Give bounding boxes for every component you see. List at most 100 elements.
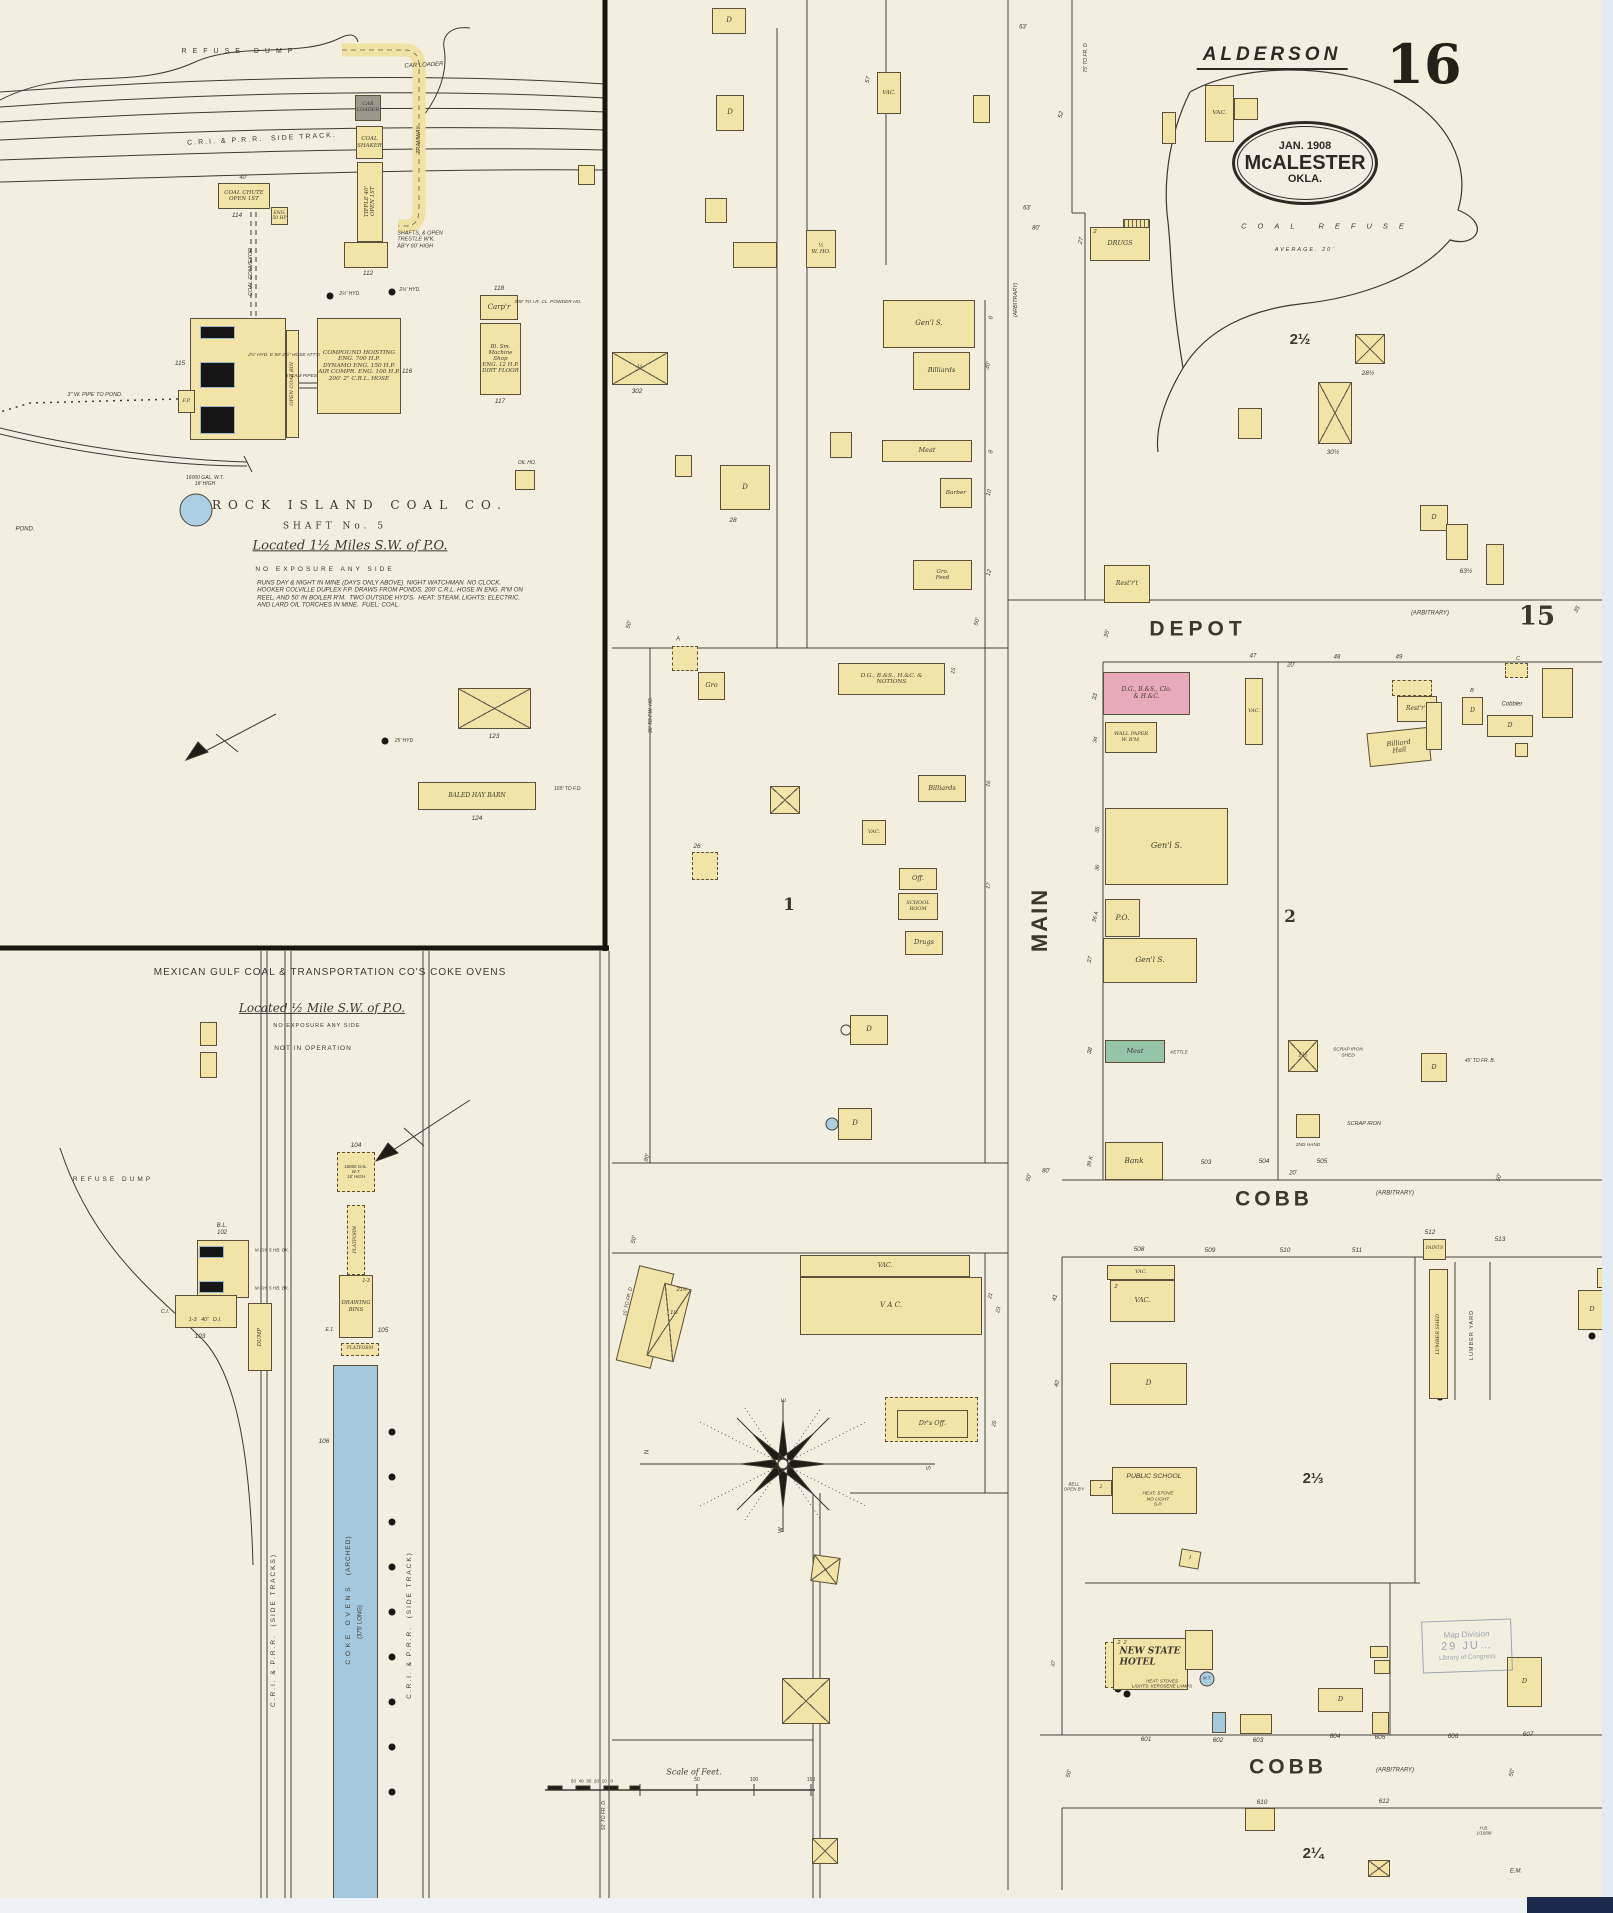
building-605 [1372, 1712, 1389, 1734]
dry-goods-store-label: D.G., B.&S., Clo. & H.&C. [1121, 685, 1172, 700]
stamp-state: OKLA. [1287, 172, 1323, 185]
boiler [200, 326, 235, 339]
building [705, 198, 727, 223]
shaft-house-112 [344, 242, 388, 268]
grocery-feed-store-label: Gro. Feed [935, 568, 950, 581]
railroad-track [0, 107, 606, 123]
hydrant-dot [388, 1608, 396, 1616]
building-a [672, 646, 698, 671]
platform-south: PLATFORM [341, 1343, 379, 1356]
hydrant-dot [381, 737, 389, 745]
railroad-track [0, 169, 606, 183]
stamp-city: McALESTER [1244, 151, 1366, 174]
compass-center [777, 1458, 789, 1470]
cobbler-dwelling: D [1487, 715, 1533, 737]
drawing-bins-105: DRAWING BINS [339, 1275, 373, 1338]
blacksmith-machine-shop-117-label: Bl. Sm. Machine Shop ENG. 12 H.P. DIRT F… [482, 343, 519, 375]
warehouse: ½ W. HO. [806, 230, 836, 268]
car-loader-building: CAR LOADER [355, 95, 381, 121]
dwelling-28-label: D [742, 482, 748, 491]
bank-label: Bank [1124, 1155, 1144, 1165]
school-room: SCHOOL ROOM [898, 893, 938, 920]
doctors-office-label: Dr's Off. [918, 1419, 947, 1428]
building [810, 1554, 841, 1585]
hydrant-dot [1588, 1332, 1596, 1340]
restaurant-ext [1392, 680, 1432, 696]
building [1446, 524, 1468, 560]
engine-50hp-label: ENG. 50 HP [272, 210, 287, 221]
vacant-store: VAC. [862, 820, 886, 845]
vacant-depot-label: VAC. [1248, 708, 1260, 714]
dump-building-label: DUMP [256, 1327, 263, 1347]
vacant-building: VAC. [877, 72, 901, 114]
drug-store-label: Drugs [913, 938, 934, 947]
hydrant-dot [388, 1473, 396, 1481]
library-of-congress-stamp: Map Division 29 JU… Library of Congress [1421, 1618, 1513, 1674]
building-26 [692, 852, 718, 880]
platform-north: PLATFORM [347, 1205, 365, 1275]
dwelling-label: D [726, 16, 732, 25]
building [1374, 1660, 1390, 1674]
building [1515, 743, 1528, 757]
building [812, 1838, 838, 1864]
dwelling-607-label: D [1521, 1677, 1528, 1686]
dwelling-604-label: D [1337, 1695, 1344, 1704]
scan-edge-corner [1527, 1897, 1613, 1913]
general-store-1-label: Gen'l S. [1150, 841, 1183, 851]
dump-building: DUMP [248, 1303, 272, 1371]
billiard-hall-label: Billiard Hall [1386, 737, 1412, 755]
office-label: Off. [911, 874, 924, 883]
doctors-office: Dr's Off. [897, 1410, 968, 1438]
tramway-band [342, 43, 426, 233]
general-store-1: Gen'l S. [1105, 808, 1228, 885]
new-state-hotel [1113, 1638, 1188, 1690]
rail-spur [0, 427, 253, 473]
building-302-label: ½ [637, 364, 643, 372]
dwelling-label: D [1431, 513, 1437, 522]
north-arrow [383, 1099, 471, 1157]
vacant-building-label: VAC. [882, 89, 896, 96]
engine-50hp: ENG. 50 HP [271, 207, 288, 225]
vacant-lower: V A C. [800, 1277, 982, 1335]
building [1162, 112, 1176, 144]
building [578, 165, 595, 185]
vacant-dwelling-label: VAC. [1212, 110, 1227, 117]
railroad-track [0, 127, 606, 141]
scan-edge-right [1602, 0, 1613, 1913]
building [770, 786, 800, 814]
hydrant-dot [1123, 1690, 1131, 1698]
fire-pump-house-label: F.P. [182, 397, 191, 404]
general-store-2: Gen'l S. [1103, 938, 1197, 983]
dwelling: D [838, 1108, 872, 1140]
water-tank-circle [179, 493, 213, 527]
meat-market-label: Meat [1126, 1046, 1144, 1055]
carpenter-shop-118: Carp'r [480, 295, 518, 320]
paint-store: PAINTS [1423, 1239, 1446, 1260]
dwelling-label: D [1145, 1379, 1152, 1388]
meat-market: Meat [1105, 1040, 1165, 1063]
grocery-label: Gro [705, 681, 718, 690]
boiler [199, 1281, 224, 1293]
hoisting-engine-house-116-label: COMPOUND HOISTING ENG. 700 H.P. DYNAMO E… [318, 349, 400, 382]
baled-hay-barn-124: BALED HAY BARN [418, 782, 536, 810]
oil-house [515, 470, 535, 490]
school-bell-tower-label: 2 [1099, 1484, 1103, 1491]
tipple-label: TIPPLE 40' OPEN 1ST [363, 186, 376, 218]
pipe-to-pond [0, 398, 179, 413]
building [1368, 1860, 1390, 1877]
building-103 [175, 1295, 237, 1328]
general-store-2-label: Gen'l S. [1135, 955, 1165, 965]
grocery-feed-store: Gro. Feed [913, 560, 972, 590]
scan-edge-bottom [0, 1898, 1613, 1913]
building [675, 455, 692, 477]
vacant-depot: VAC. [1245, 678, 1263, 745]
grocery: Gro [698, 672, 725, 700]
hydrant-dot [388, 288, 396, 296]
dg-notions-store: D.G., B.&S., H.&C. & NOTIONS [838, 663, 945, 695]
dg-notions-store-label: D.G., B.&S., H.&C. & NOTIONS [860, 672, 923, 685]
hydrant-dot [388, 1743, 396, 1751]
restaurant-2-label: Rest'r't [1115, 579, 1139, 587]
vacant-upper-label: VAC. [877, 1261, 893, 1269]
vacant-upper: VAC. [800, 1255, 970, 1277]
dwelling: D [1421, 1053, 1447, 1082]
